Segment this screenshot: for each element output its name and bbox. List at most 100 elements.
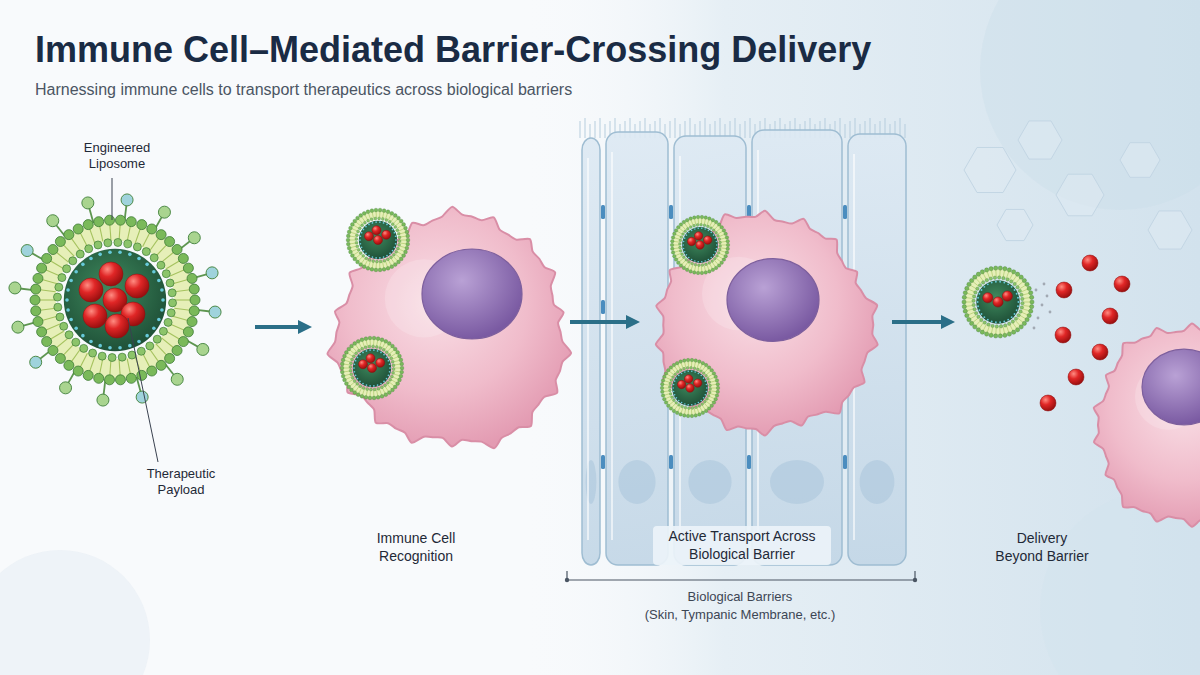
payload-sphere	[376, 358, 385, 367]
inner-marker	[681, 373, 683, 375]
lipid-head	[672, 363, 676, 367]
inner-marker	[716, 244, 718, 246]
lipid-head	[962, 295, 966, 299]
lipid-head	[386, 381, 389, 384]
inner-marker	[389, 253, 391, 255]
lipid-head	[355, 352, 358, 355]
stage-label: Immune Cell Recognition	[366, 530, 466, 565]
inner-marker	[98, 253, 102, 257]
lipid-head	[973, 325, 977, 329]
liposome	[346, 208, 410, 272]
cilium	[675, 118, 676, 138]
lipid-head	[358, 227, 361, 230]
lipid-head	[671, 236, 675, 240]
lipid-head	[673, 232, 677, 236]
lipid-head	[359, 385, 362, 388]
lipid-head	[679, 413, 683, 417]
lipid-head	[347, 230, 351, 234]
inner-marker	[688, 232, 690, 234]
inner-marker	[674, 394, 676, 396]
lipid-head	[396, 229, 399, 232]
inner-marker	[386, 224, 388, 226]
inner-marker	[706, 387, 708, 389]
tissue-cell-outline	[964, 147, 1016, 192]
inner-marker	[369, 349, 371, 351]
lipid-head	[683, 414, 687, 418]
lipid-head	[147, 224, 157, 234]
lipid-head	[380, 338, 384, 342]
bilayer-band	[352, 214, 404, 266]
inner-marker	[673, 384, 675, 386]
lipid-head	[375, 260, 378, 263]
inner-marker	[363, 229, 365, 231]
inner-marker	[678, 375, 680, 377]
lipid-head	[678, 243, 681, 246]
lipid-head	[722, 229, 726, 233]
inner-marker	[715, 237, 717, 239]
inner-marker	[383, 256, 385, 258]
lipid-head	[693, 224, 696, 227]
lipid-head	[350, 223, 354, 227]
lipid-head	[341, 358, 345, 362]
lipid-head	[690, 358, 694, 362]
lipid-head	[704, 216, 708, 220]
lipid-head	[48, 345, 58, 355]
inner-marker	[373, 385, 375, 387]
inner-marker	[377, 350, 379, 352]
cell-membrane	[1094, 323, 1200, 526]
lipid-head	[398, 240, 401, 243]
lipid-head	[678, 404, 681, 407]
lipid-head	[360, 394, 364, 398]
inner-marker	[137, 340, 141, 344]
lipid-head	[965, 286, 969, 290]
epithelial-nucleus	[770, 460, 824, 504]
lipid-head	[393, 347, 397, 351]
payload-sphere	[694, 232, 702, 240]
inner-marker	[362, 383, 364, 385]
lipid-head	[80, 344, 88, 352]
lipid-head	[1018, 289, 1021, 292]
lipid-head	[661, 379, 665, 383]
lipid-head	[384, 393, 388, 397]
lipid-head	[341, 374, 345, 378]
lipid-head	[980, 270, 984, 274]
cilium	[740, 124, 741, 138]
inner-marker	[360, 243, 362, 245]
lipid-head	[714, 397, 718, 401]
lipid-head	[704, 409, 708, 413]
cilium	[605, 124, 606, 138]
lipid-head	[391, 223, 394, 226]
lipid-head	[388, 220, 391, 223]
lipid-head	[357, 230, 360, 233]
lipid-head	[711, 260, 714, 263]
inner-marker	[995, 321, 997, 323]
lipid-head	[397, 216, 401, 220]
payload-sphere	[677, 380, 685, 388]
lipid-head	[63, 265, 71, 273]
lipid-head	[675, 411, 679, 415]
bracket-end	[565, 578, 569, 582]
inner-marker	[713, 254, 715, 256]
inner-marker	[394, 246, 396, 248]
lipid-head	[404, 226, 408, 230]
lipid-head	[704, 271, 708, 275]
lipid-head	[984, 332, 988, 336]
lipid-head	[725, 236, 729, 240]
tight-junction	[601, 300, 605, 314]
lipid-head	[698, 360, 702, 364]
lipid-head	[390, 211, 394, 215]
lipid-head	[664, 401, 668, 405]
lipid-head	[83, 370, 93, 380]
lipid-head	[356, 382, 359, 385]
inner-marker	[354, 363, 356, 365]
lipid-head	[681, 253, 684, 256]
liposome	[340, 336, 404, 400]
inner-marker	[697, 261, 699, 263]
lipid-head	[707, 394, 710, 397]
lipid-head	[993, 276, 996, 279]
lipid-head	[390, 256, 393, 259]
lipid-head	[701, 403, 704, 406]
ligand-head	[188, 232, 200, 244]
lipid-head	[370, 209, 374, 213]
